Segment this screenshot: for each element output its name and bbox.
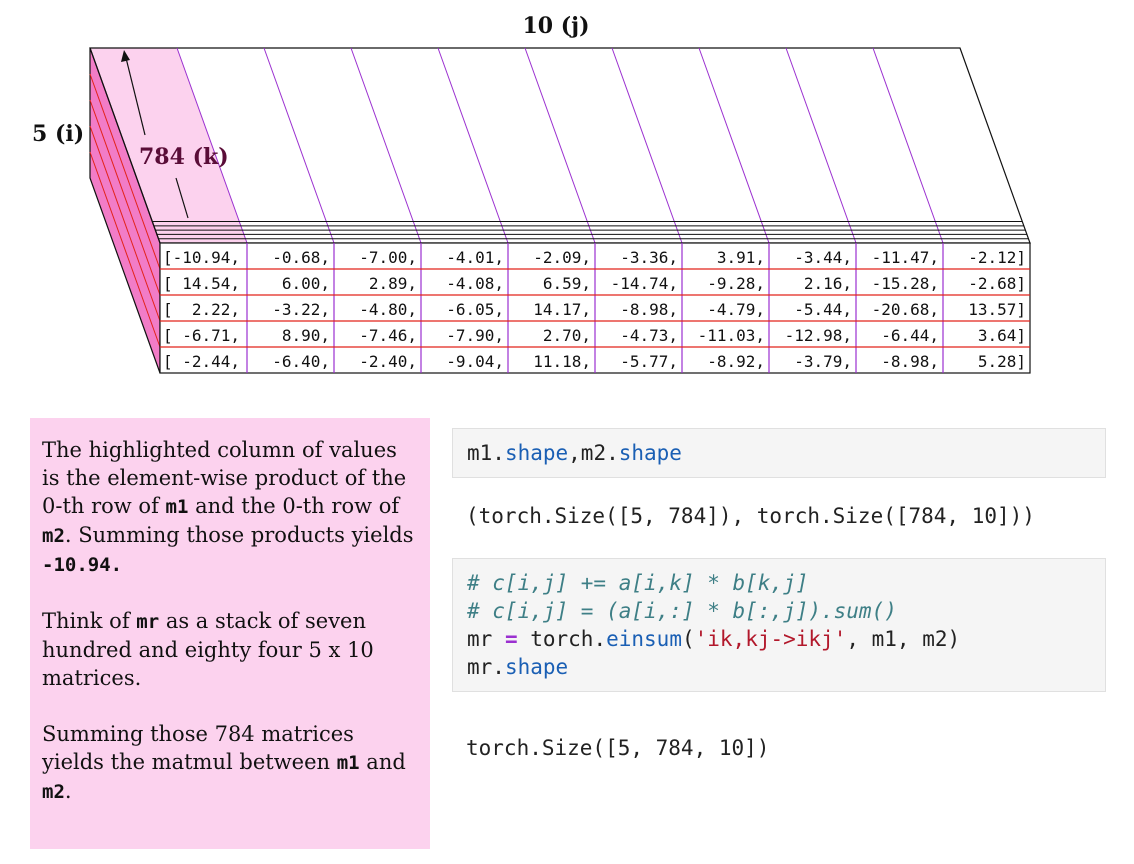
einsum-stack-diagram: [-10.94, -0.68, -7.00, -4.01, -2.09, -3.36, 3.…: [32, 13, 1031, 374]
matrix-cell-value: 2.89,: [369, 274, 417, 293]
matrix-cell-value: 11.18,: [533, 352, 591, 371]
highlighted-column-side: [90, 48, 160, 373]
front-matrix-values: [-10.94, -0.68, -7.00, -4.01, -2.09, -3.36, 3.…: [163, 248, 1026, 371]
matrix-cell-value: [ 2.22,: [163, 300, 240, 319]
matrix-cell-value: -6.05,: [446, 300, 504, 319]
matrix-cell-value: -2.12]: [968, 248, 1026, 267]
code-mr: mr: [136, 611, 160, 633]
label-k: 784 (k): [139, 144, 229, 170]
k-leader-line: [175, 177, 189, 219]
matrix-cell-value: -2.09,: [533, 248, 591, 267]
matrix-cell-value: -7.90,: [446, 326, 504, 345]
matrix-cell-value: -9.04,: [446, 352, 504, 371]
column-divider-top: [350, 47, 422, 244]
front-matrix-grid: [159, 242, 1031, 374]
matrix-cell-value: -3.22,: [272, 300, 330, 319]
note-paragraph-3: Summing those 784 matrices yields the ma…: [42, 722, 406, 803]
matrix-cell-value: 8.90,: [282, 326, 330, 345]
matrix-cell-value: -9.28,: [707, 274, 765, 293]
code-cell-output-1: (torch.Size([5, 784]), torch.Size([784, …: [466, 504, 1035, 528]
code-result-value: -10.94.: [42, 554, 123, 576]
k-arrowhead-icon: [121, 50, 130, 62]
code-m2: m2: [42, 781, 65, 803]
matrix-cell-value: -8.92,: [707, 352, 765, 371]
matrix-cell-value: -12.98,: [785, 326, 852, 345]
k-arrow-shaft: [125, 57, 146, 136]
matrix-cell-value: 6.00,: [282, 274, 330, 293]
matrix-cell-value: -8.98,: [881, 352, 939, 371]
matrix-cell-value: -11.47,: [872, 248, 939, 267]
note-paragraph-1: The highlighted column of values is the …: [42, 438, 414, 576]
matrix-cell-value: 13.57]: [968, 300, 1026, 319]
matrix-cell-value: -4.73,: [620, 326, 678, 345]
highlighted-column-top: [90, 48, 247, 243]
matrix-cell-value: 14.17,: [533, 300, 591, 319]
matrix-cell-value: 2.16,: [804, 274, 852, 293]
matrix-cell-value: -20.68,: [872, 300, 939, 319]
column-divider-top: [698, 47, 770, 244]
matrix-cell-value: -5.44,: [794, 300, 852, 319]
matrix-cell-value: -0.68,: [272, 248, 330, 267]
label-i: 5 (i): [32, 121, 84, 147]
column-divider-top: [176, 47, 248, 244]
matrix-cell-value: -6.44,: [881, 326, 939, 345]
matrix-cell-value: [ -2.44,: [163, 352, 240, 371]
matrix-cell-value: 3.91,: [717, 248, 765, 267]
matrix-cell-value: -5.77,: [620, 352, 678, 371]
row-divider-side: [89, 99, 161, 296]
column-divider-top: [524, 47, 596, 244]
matrix-cell-value: 3.64]: [978, 326, 1026, 345]
code-cell-input-2[interactable]: # c[i,j] += a[i,k] * b[k,j] # c[i,j] = (…: [452, 558, 1106, 692]
matrix-cell-value: -4.80,: [359, 300, 417, 319]
matrix-cell-value: -4.79,: [707, 300, 765, 319]
row-divider-side: [89, 73, 161, 270]
column-divider-top: [785, 47, 857, 244]
explanation-note: The highlighted column of values is the …: [30, 418, 430, 849]
matrix-cell-value: -7.46,: [359, 326, 417, 345]
column-divider-top: [263, 47, 335, 244]
code-cell-output-2: torch.Size([5, 784, 10]): [466, 736, 770, 760]
matrix-cell-value: -4.01,: [446, 248, 504, 267]
matrix-cell-value: -3.36,: [620, 248, 678, 267]
matrix-cell-value: -11.03,: [698, 326, 765, 345]
matrix-stack-back: [89, 47, 1031, 374]
row-divider-side: [89, 125, 161, 322]
matrix-cell-value: -4.08,: [446, 274, 504, 293]
matrix-cell-value: -2.68]: [968, 274, 1026, 293]
code-m1: m1: [336, 752, 360, 774]
code-m1: m1: [165, 496, 189, 518]
matrix-cell-value: 2.70,: [543, 326, 591, 345]
column-divider-top: [872, 47, 944, 244]
matrix-cell-value: -15.28,: [872, 274, 939, 293]
code-cell-input-1[interactable]: m1.shape,m2.shape: [452, 428, 1106, 478]
matrix-cell-value: -8.98,: [620, 300, 678, 319]
matrix-cell-value: [ -6.71,: [163, 326, 240, 345]
matrix-cell-value: -3.44,: [794, 248, 852, 267]
code-m2: m2: [42, 525, 65, 547]
label-j: 10 (j): [522, 13, 589, 39]
matrix-cell-value: -7.00,: [359, 248, 417, 267]
row-divider-side: [89, 151, 161, 348]
matrix-cell-value: 6.59,: [543, 274, 591, 293]
matrix-cell-value: -6.40,: [272, 352, 330, 371]
matrix-cell-value: 5.28]: [978, 352, 1026, 371]
matrix-cell-value: -3.79,: [794, 352, 852, 371]
column-divider-top: [437, 47, 509, 244]
matrix-cell-value: [ 14.54,: [163, 274, 240, 293]
note-paragraph-2: Think of mr as a stack of seven hundred …: [42, 609, 374, 690]
matrix-cell-value: -2.40,: [359, 352, 417, 371]
matrix-cell-value: -14.74,: [611, 274, 678, 293]
matrix-cell-value: [-10.94,: [163, 248, 240, 267]
column-divider-top: [611, 47, 683, 244]
